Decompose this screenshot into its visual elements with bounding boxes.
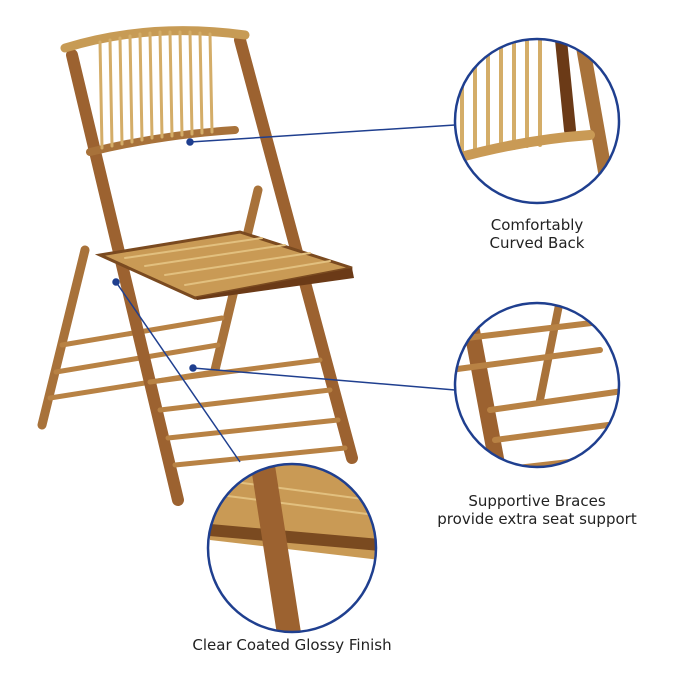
callout-dot-finish [112, 278, 120, 286]
callout-line-braces [192, 367, 456, 391]
bamboo-chair [37, 26, 358, 506]
callout-label-back: Comfortably Curved Back [437, 216, 637, 252]
detail-circle-back [453, 37, 621, 205]
callout-label-line: Supportive Braces [468, 492, 606, 510]
callout-label-braces: Supportive Braces provide extra seat sup… [417, 492, 657, 528]
detail-circle-braces [453, 301, 621, 469]
callout-line-finish [115, 281, 241, 463]
callout-label-line: provide extra seat support [437, 510, 637, 528]
detail-circle-finish [206, 462, 378, 634]
callout-dot-back [186, 138, 194, 146]
callout-dot-braces [189, 364, 197, 372]
callout-label-line: Curved Back [489, 234, 585, 252]
callout-label-line: Clear Coated Glossy Finish [192, 636, 392, 654]
callout-label-finish: Clear Coated Glossy Finish [142, 636, 442, 654]
callout-line-back [189, 124, 456, 143]
callout-label-line: Comfortably [490, 216, 584, 234]
